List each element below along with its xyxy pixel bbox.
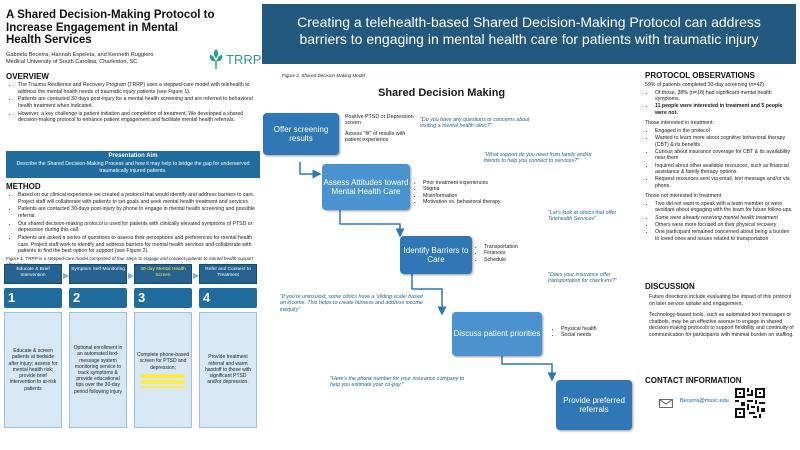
step2-note-item: Stigma bbox=[423, 186, 525, 192]
step3-number: 3 bbox=[134, 288, 192, 308]
step2-note-item: Motivation vs. behavioral therapy bbox=[423, 199, 525, 205]
flow-step-assess-attitudes: Assess Attitudes toward Mental Health Ca… bbox=[322, 164, 410, 210]
not-interested-item: Others were more focused on their physic… bbox=[655, 222, 795, 229]
qr-code-icon bbox=[735, 388, 765, 418]
step4-header: Refer and Connect to Treatment bbox=[199, 264, 257, 284]
interested-item: Curious about insurance coverage for CBT… bbox=[655, 149, 795, 162]
interested-item: Inquired about other available resources… bbox=[655, 163, 795, 176]
method-heading: METHOD bbox=[6, 182, 41, 191]
quote-4: "Does your insurance offer transportatio… bbox=[548, 272, 617, 285]
flow-step-discuss-priorities: Discuss patient priorities bbox=[452, 312, 542, 356]
step3-body-text: Complete phone-based screen for PTSD and… bbox=[137, 352, 189, 371]
discussion-para: Future directions include evaluating the… bbox=[649, 294, 792, 307]
step1-note: Positive PTSD or Depression screen Asses… bbox=[345, 114, 415, 144]
step1-number: 1 bbox=[4, 288, 62, 308]
overview-item: The Trauma Resilience and Recovery Progr… bbox=[18, 82, 260, 95]
method-list: Based on our clinical experience we crea… bbox=[8, 192, 260, 256]
arrow-right-icon: ▶ bbox=[63, 271, 70, 280]
method-item: Based on our clinical experience we crea… bbox=[18, 192, 260, 205]
step4-note: Physical health Social needs bbox=[553, 326, 623, 339]
interested-heading: Those interested in treatment: bbox=[645, 120, 714, 127]
flow-step-provide-referrals: Provide preferred referrals bbox=[556, 380, 632, 430]
overview-list: The Trauma Resilience and Recovery Progr… bbox=[8, 82, 260, 125]
figure2-caption: Figure 2. Shared Decision Making Model bbox=[282, 73, 365, 78]
flow-title: Shared Decision Making bbox=[378, 87, 506, 99]
step3-note: Transportation Finances Schedule bbox=[476, 244, 546, 263]
arrow-right-icon: ▶ bbox=[193, 271, 200, 280]
flow-step-identify-barriers: Identify Barriers to Care bbox=[400, 236, 472, 274]
step3-note-item: Schedule bbox=[484, 257, 546, 263]
interested-item: Request resources sent via email, text m… bbox=[655, 176, 795, 189]
step2-header: Symptom Self-Monitoring bbox=[69, 264, 127, 284]
quote-3: "Let's look at clinics that offer Telehe… bbox=[548, 210, 617, 223]
obs-intro: 59% of patients completed 30-day screeni… bbox=[645, 82, 766, 88]
step3-note-item: Transportation bbox=[484, 244, 546, 250]
overview-heading: OVERVIEW bbox=[6, 72, 49, 81]
logo-text: TRRP bbox=[226, 52, 261, 67]
not-interested-heading: Those not interested in treatment bbox=[645, 193, 722, 200]
aim-text: Describe the Shared Decision-Making Proc… bbox=[16, 161, 250, 174]
step2-note-item: Prior treatment experiences bbox=[423, 180, 525, 186]
interested-item: Engaged in the protocol bbox=[655, 128, 795, 135]
step3-highlight-mark bbox=[141, 373, 185, 388]
step1-note-b: Assess "fit" of results with patient exp… bbox=[345, 130, 406, 144]
obs-item: Of those, 38% (n=16) had significant men… bbox=[655, 90, 795, 103]
not-interested-item: One participant remained concerned about… bbox=[655, 229, 795, 242]
quote-5: "If you're uninsured, some clinics have … bbox=[280, 294, 423, 313]
quote-6: "Here's the phone number for your insura… bbox=[330, 376, 465, 389]
method-item: Our shared decision-making protocol is u… bbox=[18, 221, 260, 234]
step3-note-item: Finances bbox=[484, 250, 546, 256]
email-icon bbox=[659, 399, 673, 408]
step2-note: Prior treatment experiences Stigma Misin… bbox=[415, 180, 525, 206]
overview-item: However, a key challenge is patient init… bbox=[18, 111, 260, 124]
authors-block: Gabriela Becerra, Hannah Espeleta, and K… bbox=[6, 52, 206, 66]
quote-1: "Do you have any questions or concerns a… bbox=[420, 117, 530, 130]
contact-heading: CONTACT INFORMATION bbox=[645, 376, 742, 385]
step1-body: Educate & screen patients at bedside aft… bbox=[4, 312, 62, 428]
step4-note-item: Social needs bbox=[561, 332, 623, 338]
discussion-block: Future directions include evaluating the… bbox=[649, 294, 795, 343]
aim-heading: Presentation Aim bbox=[108, 153, 158, 159]
step3-header: 30-day Mental Health Screen bbox=[134, 264, 192, 284]
authors: Gabriela Becerra, Hannah Espeleta, and K… bbox=[6, 52, 154, 58]
observations-block: 59% of patients completed 30-day screeni… bbox=[645, 82, 795, 243]
discussion-heading: DISCUSSION bbox=[645, 282, 695, 291]
method-item: Patients are asked a series of questions… bbox=[18, 235, 260, 255]
arrow-right-icon: ▶ bbox=[128, 271, 135, 280]
step1-note-a: Positive PTSD or Depression screen bbox=[345, 114, 414, 127]
obs-item: 11 people were interested in treatment a… bbox=[655, 103, 795, 116]
trrp-logo: TRRP bbox=[209, 49, 261, 69]
poster-title: A Shared Decision-Making Protocol to Inc… bbox=[6, 9, 215, 46]
affiliation: Medical University of South Carolina, Ch… bbox=[6, 59, 138, 65]
method-item: Patients are contacted 30-days post-inju… bbox=[18, 206, 260, 219]
step1-header: Educate & Brief Intervention bbox=[4, 264, 62, 284]
overview-item: Patients are contacted 30 days post-inju… bbox=[18, 96, 260, 109]
not-interested-item: Two did not want to speak with a team me… bbox=[655, 201, 795, 214]
not-interested-item: Some were already receiving mental healt… bbox=[655, 215, 795, 222]
contact-email-link[interactable]: Becerra@musc.edu bbox=[680, 398, 729, 404]
interested-item: Wanted to learn more about cognitive beh… bbox=[655, 135, 795, 148]
banner-headline: Creating a telehealth-based Shared Decis… bbox=[262, 4, 796, 64]
step4-note-item: Physical health bbox=[561, 326, 623, 332]
step2-number: 2 bbox=[69, 288, 127, 308]
presentation-aim-box: Presentation Aim Describe the Shared Dec… bbox=[6, 151, 260, 178]
step3-body: Complete phone-based screen for PTSD and… bbox=[134, 312, 192, 428]
step4-body: Provide treatment referral and warm hand… bbox=[199, 312, 257, 428]
discussion-para: Technology-based tools, such as automate… bbox=[649, 312, 794, 338]
step4-number: 4 bbox=[199, 288, 257, 308]
flow-step-offer-screening: Offer screening results bbox=[263, 113, 339, 155]
step2-body: Optional enrollment in an automated text… bbox=[69, 312, 127, 428]
observations-heading: PROTOCOL OBSERVATIONS bbox=[645, 71, 755, 80]
step2-note-item: Misinformation bbox=[423, 193, 525, 199]
quote-2: "What support do you need from family an… bbox=[484, 152, 592, 165]
